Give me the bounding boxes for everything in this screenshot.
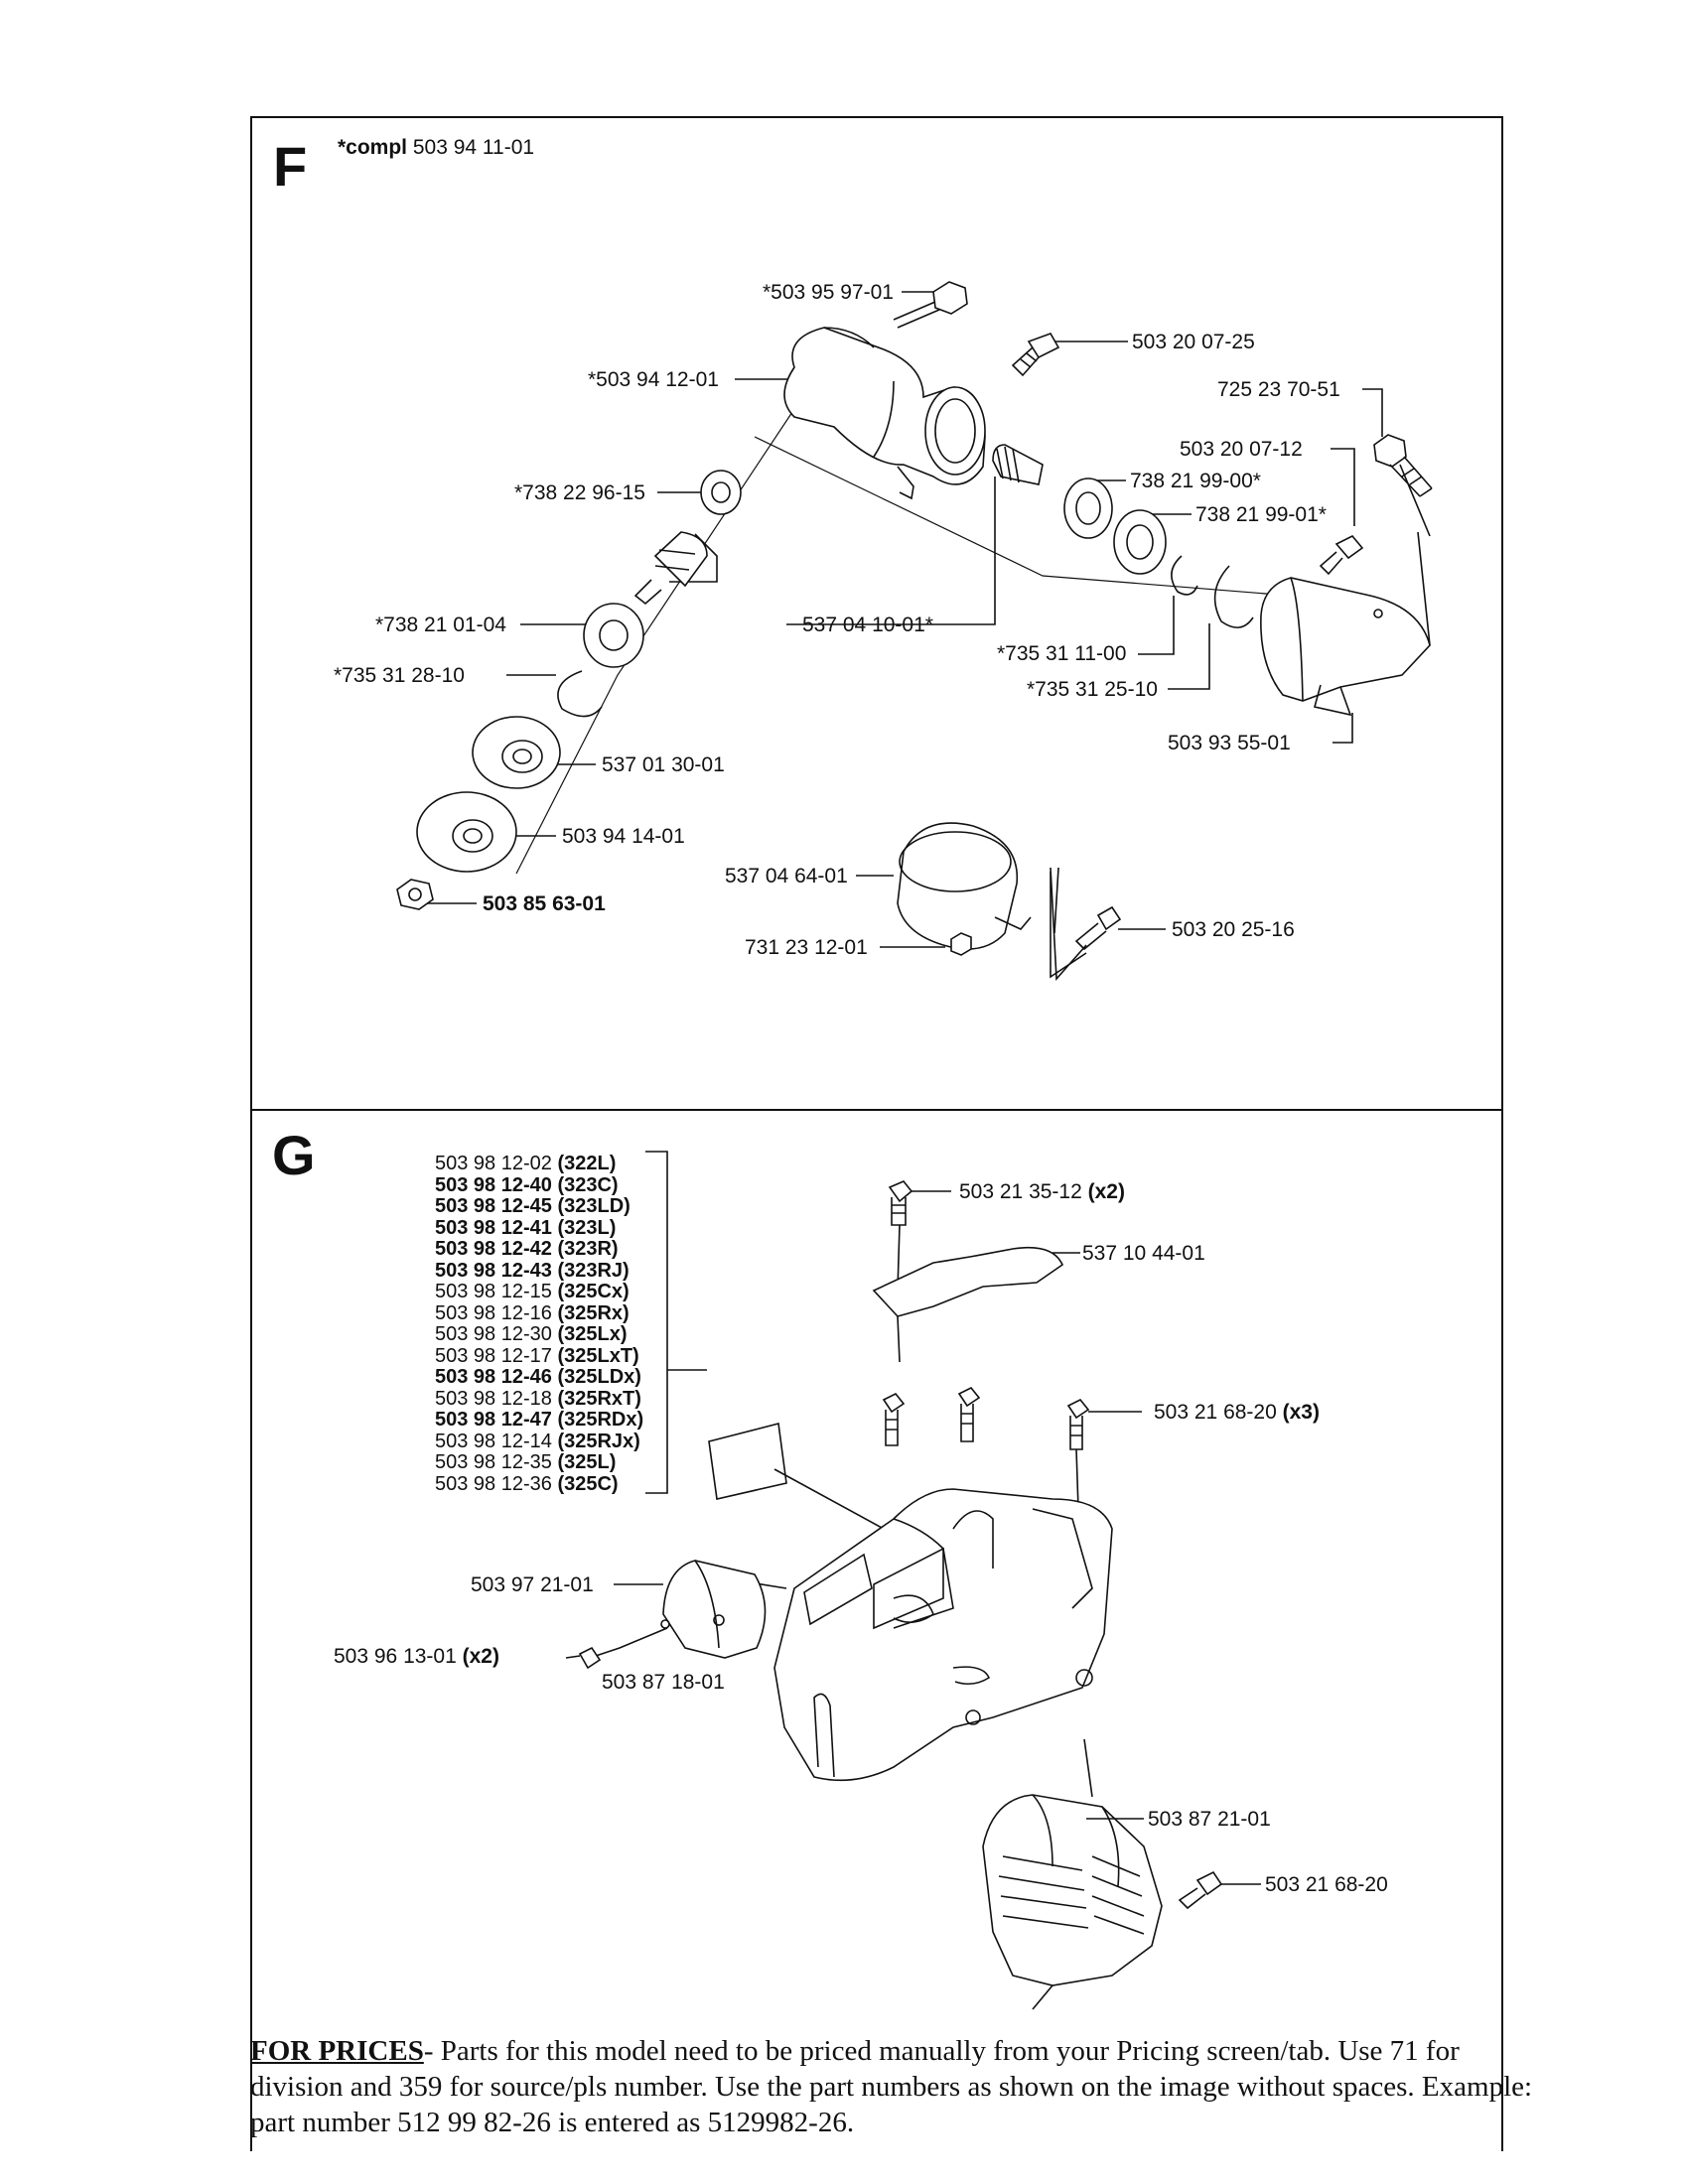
kit-number: 503 98 12-43: [435, 1259, 552, 1282]
kit-list-item: 503 98 12-18 (325RxT): [435, 1389, 641, 1409]
part-label: 738 21 99-00*: [1130, 470, 1261, 492]
kit-list-item: 503 98 12-30 (325Lx): [435, 1324, 627, 1344]
kit-number: 503 98 12-45: [435, 1195, 552, 1217]
part-label: 725 23 70-51: [1217, 378, 1340, 401]
shield-part: [1260, 464, 1431, 717]
kit-list-item: 503 98 12-14 (325RJx): [435, 1432, 640, 1451]
kit-model: (323LD): [557, 1195, 631, 1217]
part-label: *738 22 96-15: [514, 481, 645, 504]
bolt-part: [893, 281, 968, 329]
pricing-heading: FOR PRICES: [250, 2035, 424, 2067]
part-label: *503 94 12-01: [588, 368, 719, 391]
part-number: 503 96 13-01: [334, 1645, 457, 1668]
kit-list-item: 503 98 12-47 (325RDx): [435, 1410, 643, 1430]
clamp-part: [897, 822, 1032, 950]
compl-assembly-label: *compl 503 94 11-01: [338, 137, 534, 158]
part-label: 503 94 14-01: [562, 825, 685, 848]
kit-number: 503 98 12-18: [435, 1387, 552, 1410]
part-qty: (x2): [1087, 1180, 1125, 1203]
kit-model: (325RDx): [557, 1409, 644, 1431]
part-number: 503 21 68-20: [1154, 1401, 1277, 1424]
kit-number: 503 98 12-40: [435, 1173, 552, 1196]
compl-number: 503 94 11-01: [412, 136, 535, 159]
kit-number: 503 98 12-47: [435, 1409, 552, 1431]
kit-number: 503 98 12-15: [435, 1281, 552, 1302]
cylinder-cover: [773, 1488, 1113, 1782]
kit-model: (323L): [557, 1216, 617, 1239]
part-label: 503 85 63-01: [483, 892, 606, 915]
kit-list-item: 503 98 12-02 (322L): [435, 1154, 616, 1173]
part-number: 503 21 35-12: [959, 1180, 1082, 1203]
part-label: *735 31 28-10: [334, 664, 465, 687]
kit-list-item: 503 98 12-42 (323R): [435, 1239, 619, 1259]
part-label: 503 20 25-16: [1172, 918, 1295, 941]
section-g-frame: [250, 1109, 1503, 2151]
part-label: *735 31 25-10: [1027, 678, 1158, 701]
part-label: 503 97 21-01: [471, 1573, 594, 1596]
compl-prefix: *compl: [338, 136, 408, 159]
section-letter-f: F: [273, 135, 308, 198]
part-label: 537 01 30-01: [602, 753, 725, 776]
part-label: 503 87 21-01: [1148, 1808, 1271, 1831]
part-label: 537 10 44-01: [1082, 1242, 1205, 1265]
kit-list-item: 503 98 12-43 (323RJ): [435, 1261, 630, 1281]
kit-model: (325RxT): [557, 1387, 641, 1410]
kit-list-item: 503 98 12-35 (325L): [435, 1452, 616, 1472]
kit-model: (325Cx): [557, 1281, 630, 1302]
part-label: *735 31 11-00: [997, 642, 1127, 665]
part-label: *738 21 01-04: [375, 614, 506, 636]
kit-number: 503 98 12-36: [435, 1472, 552, 1495]
kit-number: 503 98 12-17: [435, 1344, 552, 1367]
kit-list-item: 503 98 12-46 (325LDx): [435, 1367, 641, 1387]
part-qty: (x3): [1282, 1401, 1320, 1424]
part-label: *503 95 97-01: [763, 281, 894, 304]
part-label: 503 87 18-01: [602, 1671, 725, 1694]
kit-model: (325C): [557, 1472, 619, 1495]
part-label: 503 20 07-12: [1180, 438, 1303, 461]
part-label: 503 96 13-01 (x2): [334, 1646, 499, 1667]
kit-list-item: 503 98 12-41 (323L): [435, 1218, 616, 1238]
kit-model: (325LxT): [557, 1344, 639, 1367]
kit-number: 503 98 12-02: [435, 1153, 552, 1174]
part-label: 503 21 68-20 (x3): [1154, 1402, 1320, 1423]
kit-number: 503 98 12-46: [435, 1366, 552, 1388]
kit-model: (323R): [557, 1238, 619, 1260]
lower-shroud: [982, 1794, 1163, 1986]
kit-list-item: 503 98 12-45 (323LD): [435, 1196, 631, 1216]
kit-list-item: 503 98 12-17 (325LxT): [435, 1346, 639, 1366]
kit-list-item: 503 98 12-40 (323C): [435, 1175, 619, 1195]
part-label: 503 20 07-25: [1132, 331, 1255, 353]
gear-housing: [783, 327, 986, 500]
kit-number: 503 98 12-35: [435, 1451, 552, 1473]
section-letter-g: G: [272, 1124, 316, 1186]
kit-number: 503 98 12-30: [435, 1323, 552, 1345]
kit-model: (322L): [557, 1153, 617, 1174]
part-label: 537 04 64-01: [725, 865, 848, 887]
part-label: 731 23 12-01: [745, 936, 868, 959]
kit-model: (325L): [557, 1451, 617, 1473]
part-label: 503 93 55-01: [1168, 732, 1291, 754]
pricing-note: FOR PRICES- Parts for this model need to…: [250, 2033, 1541, 2140]
part-qty: (x2): [462, 1645, 499, 1668]
kit-number: 503 98 12-42: [435, 1238, 552, 1260]
kit-model: (325Lx): [557, 1323, 628, 1345]
kit-number: 503 98 12-16: [435, 1301, 552, 1324]
pricing-text: - Parts for this model need to be priced…: [250, 2035, 1533, 2138]
kit-number: 503 98 12-41: [435, 1216, 552, 1239]
kit-list-item: 503 98 12-16 (325Rx): [435, 1303, 630, 1323]
kit-list-item: 503 98 12-36 (325C): [435, 1474, 619, 1494]
part-label: 738 21 99-01*: [1195, 503, 1327, 526]
kit-model: (323C): [557, 1173, 619, 1196]
part-label: 503 21 68-20: [1265, 1873, 1388, 1896]
kit-number: 503 98 12-14: [435, 1430, 552, 1452]
part-label: 503 21 35-12 (x2): [959, 1181, 1125, 1202]
part-label: 537 04 10-01*: [802, 614, 933, 636]
kit-model: (325LDx): [557, 1366, 641, 1388]
kit-model: (325RJx): [557, 1430, 640, 1452]
kit-list-item: 503 98 12-15 (325Cx): [435, 1282, 630, 1301]
kit-model: (323RJ): [557, 1259, 630, 1282]
kit-model: (325Rx): [557, 1301, 630, 1324]
